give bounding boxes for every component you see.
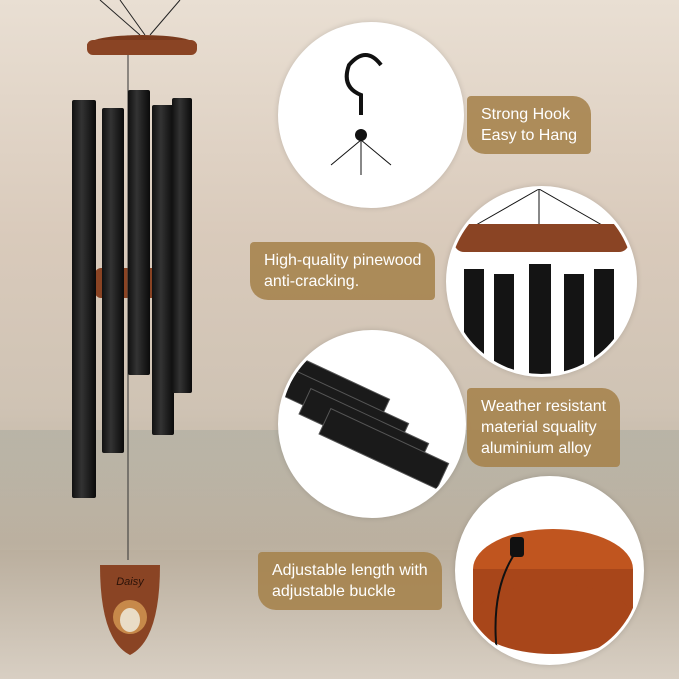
label-line: aluminium alloy — [481, 440, 592, 457]
label-line: adjustable buckle — [272, 583, 396, 600]
label-line: anti-cracking. — [264, 273, 360, 290]
chime-tube — [128, 90, 150, 375]
label-line: Weather resistant — [481, 398, 607, 415]
chime-tube — [152, 105, 174, 435]
feature-label-material: Weather resistant material squality alumin… — [467, 388, 621, 467]
chime-tube — [102, 108, 124, 453]
feature-label-pinewood: High-quality pinewood anti-cracking. — [250, 242, 436, 300]
hook-detail-circle — [278, 22, 464, 208]
chime-tube — [72, 100, 96, 498]
buckle-detail-circle — [455, 476, 644, 665]
label-line: Strong Hook — [481, 106, 570, 123]
feature-label-buckle: Adjustable length with adjustable buckle — [258, 552, 442, 610]
label-line: High-quality pinewood — [264, 252, 422, 269]
tubes-detail-circle — [278, 330, 466, 518]
label-line: Easy to Hang — [481, 127, 578, 144]
chime-tube — [172, 98, 192, 393]
wood-top-detail-circle — [446, 186, 637, 377]
label-line: material squality — [481, 419, 597, 436]
pendant-name: Daisy — [116, 576, 145, 588]
label-line: Adjustable length with — [272, 562, 428, 579]
